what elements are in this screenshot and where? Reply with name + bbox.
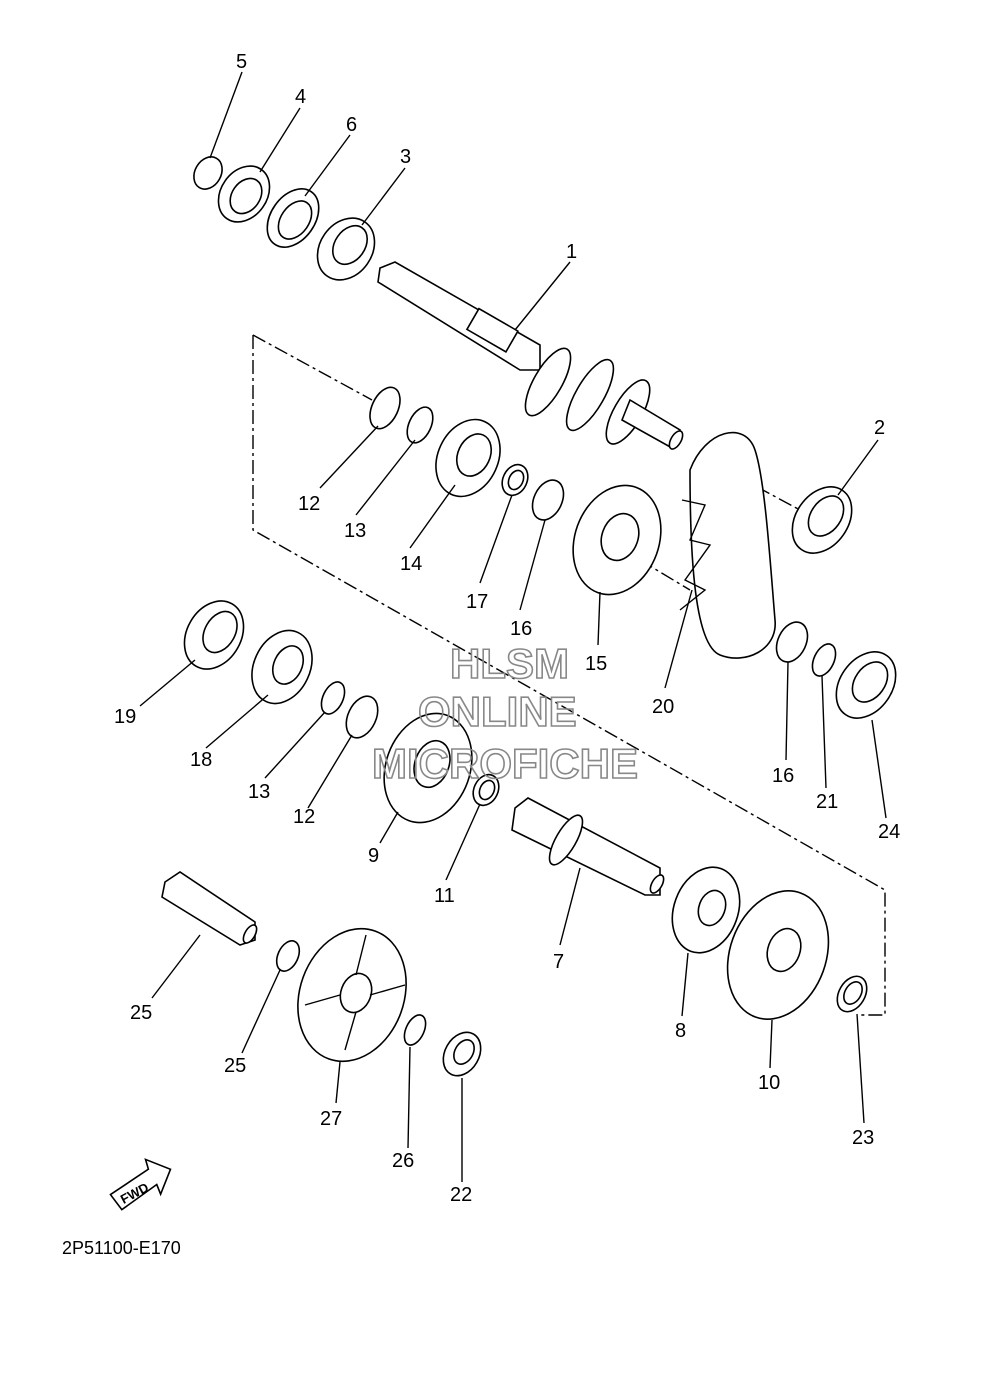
- part-25-circlip-b: [403, 1014, 427, 1046]
- part-25-circlip: [275, 940, 301, 972]
- callout-11: 11: [434, 885, 455, 907]
- part-19-gear-dog: [251, 629, 313, 705]
- part-2-bearing: [791, 486, 853, 554]
- fwd-label: FWD: [118, 1180, 151, 1207]
- callout-20: 23: [852, 1127, 874, 1149]
- part-22-bearing: [183, 600, 245, 670]
- part-3-bearing: [316, 217, 376, 281]
- part-1-main-axle: [377, 261, 684, 450]
- callout-15: 15: [585, 653, 607, 675]
- callout-16b: 16: [772, 765, 794, 787]
- watermark-line1: HLSM: [450, 640, 569, 687]
- part-18-circlip: [811, 643, 837, 677]
- diagram-code: 2P51100-E170: [62, 1238, 181, 1258]
- part-16-washer-upper: [531, 479, 565, 521]
- part-26-gear: [297, 927, 407, 1063]
- part-11-needle-bearing: [472, 773, 500, 807]
- part-24-shaft: [161, 871, 258, 946]
- part-5-circlip: [193, 156, 223, 190]
- callout-12b: 12: [293, 806, 315, 828]
- callout-13b: 13: [248, 781, 270, 803]
- callout-labels: 5 4 6 3 1 2 12 13 14 17 16 15 20 19 18 1…: [114, 51, 900, 1206]
- callout-25: 25: [224, 1055, 246, 1077]
- part-8-gear: [671, 866, 741, 954]
- part-7-drive-axle: [511, 797, 665, 896]
- part-9-gear: [383, 712, 473, 824]
- callout-12: 12: [298, 493, 320, 515]
- part-4-bearing: [217, 165, 271, 223]
- part-10-gear: [726, 890, 830, 1020]
- callout-16: 16: [510, 618, 532, 640]
- callout-9: 9: [368, 845, 379, 867]
- callout-25b: 26: [392, 1150, 414, 1172]
- callout-23: 20: [652, 696, 674, 718]
- callout-5: 5: [236, 51, 247, 73]
- callout-24: 25: [130, 1002, 152, 1024]
- callout-7: 7: [553, 951, 564, 973]
- callout-2: 2: [874, 417, 885, 439]
- callout-17: 17: [466, 591, 488, 613]
- callout-14: 14: [400, 553, 422, 575]
- part-23-chain: [679, 431, 776, 659]
- callout-6: 6: [346, 114, 357, 136]
- callout-10: 10: [758, 1072, 780, 1094]
- part-12-washer-lower: [345, 695, 379, 739]
- part-17-needle-bearing: [501, 463, 529, 497]
- callout-1: 1: [566, 241, 577, 263]
- part-14-gear-dog: [435, 418, 501, 498]
- watermark-line3: MICROFICHE: [372, 740, 638, 787]
- watermark-line2: ONLINE: [418, 688, 577, 735]
- callout-22: 19: [114, 706, 136, 728]
- fwd-arrow-icon: FWD: [109, 1158, 172, 1211]
- callout-3: 3: [400, 146, 411, 168]
- part-13-circlip: [406, 406, 434, 444]
- watermark: HLSM ONLINE MICROFICHE: [371, 639, 639, 788]
- callout-4: 4: [295, 86, 306, 108]
- part-21-bearing: [835, 651, 897, 719]
- part-12-washer: [369, 386, 401, 430]
- callout-19: 18: [190, 749, 212, 771]
- part-6-oil-seal: [266, 188, 320, 248]
- callout-13: 13: [344, 520, 366, 542]
- callout-18: 21: [816, 791, 838, 813]
- part-15-gear: [572, 484, 662, 596]
- leader-lines: [139, 71, 887, 1182]
- callout-27: 22: [450, 1184, 472, 1206]
- part-27-collar: [442, 1031, 482, 1077]
- part-20-collar: [836, 975, 868, 1013]
- callout-26: 27: [320, 1108, 342, 1130]
- part-13-circlip-lower: [320, 681, 346, 715]
- callout-21: 24: [878, 821, 900, 843]
- part-16-washer-right: [775, 621, 809, 663]
- callout-8: 8: [675, 1020, 686, 1042]
